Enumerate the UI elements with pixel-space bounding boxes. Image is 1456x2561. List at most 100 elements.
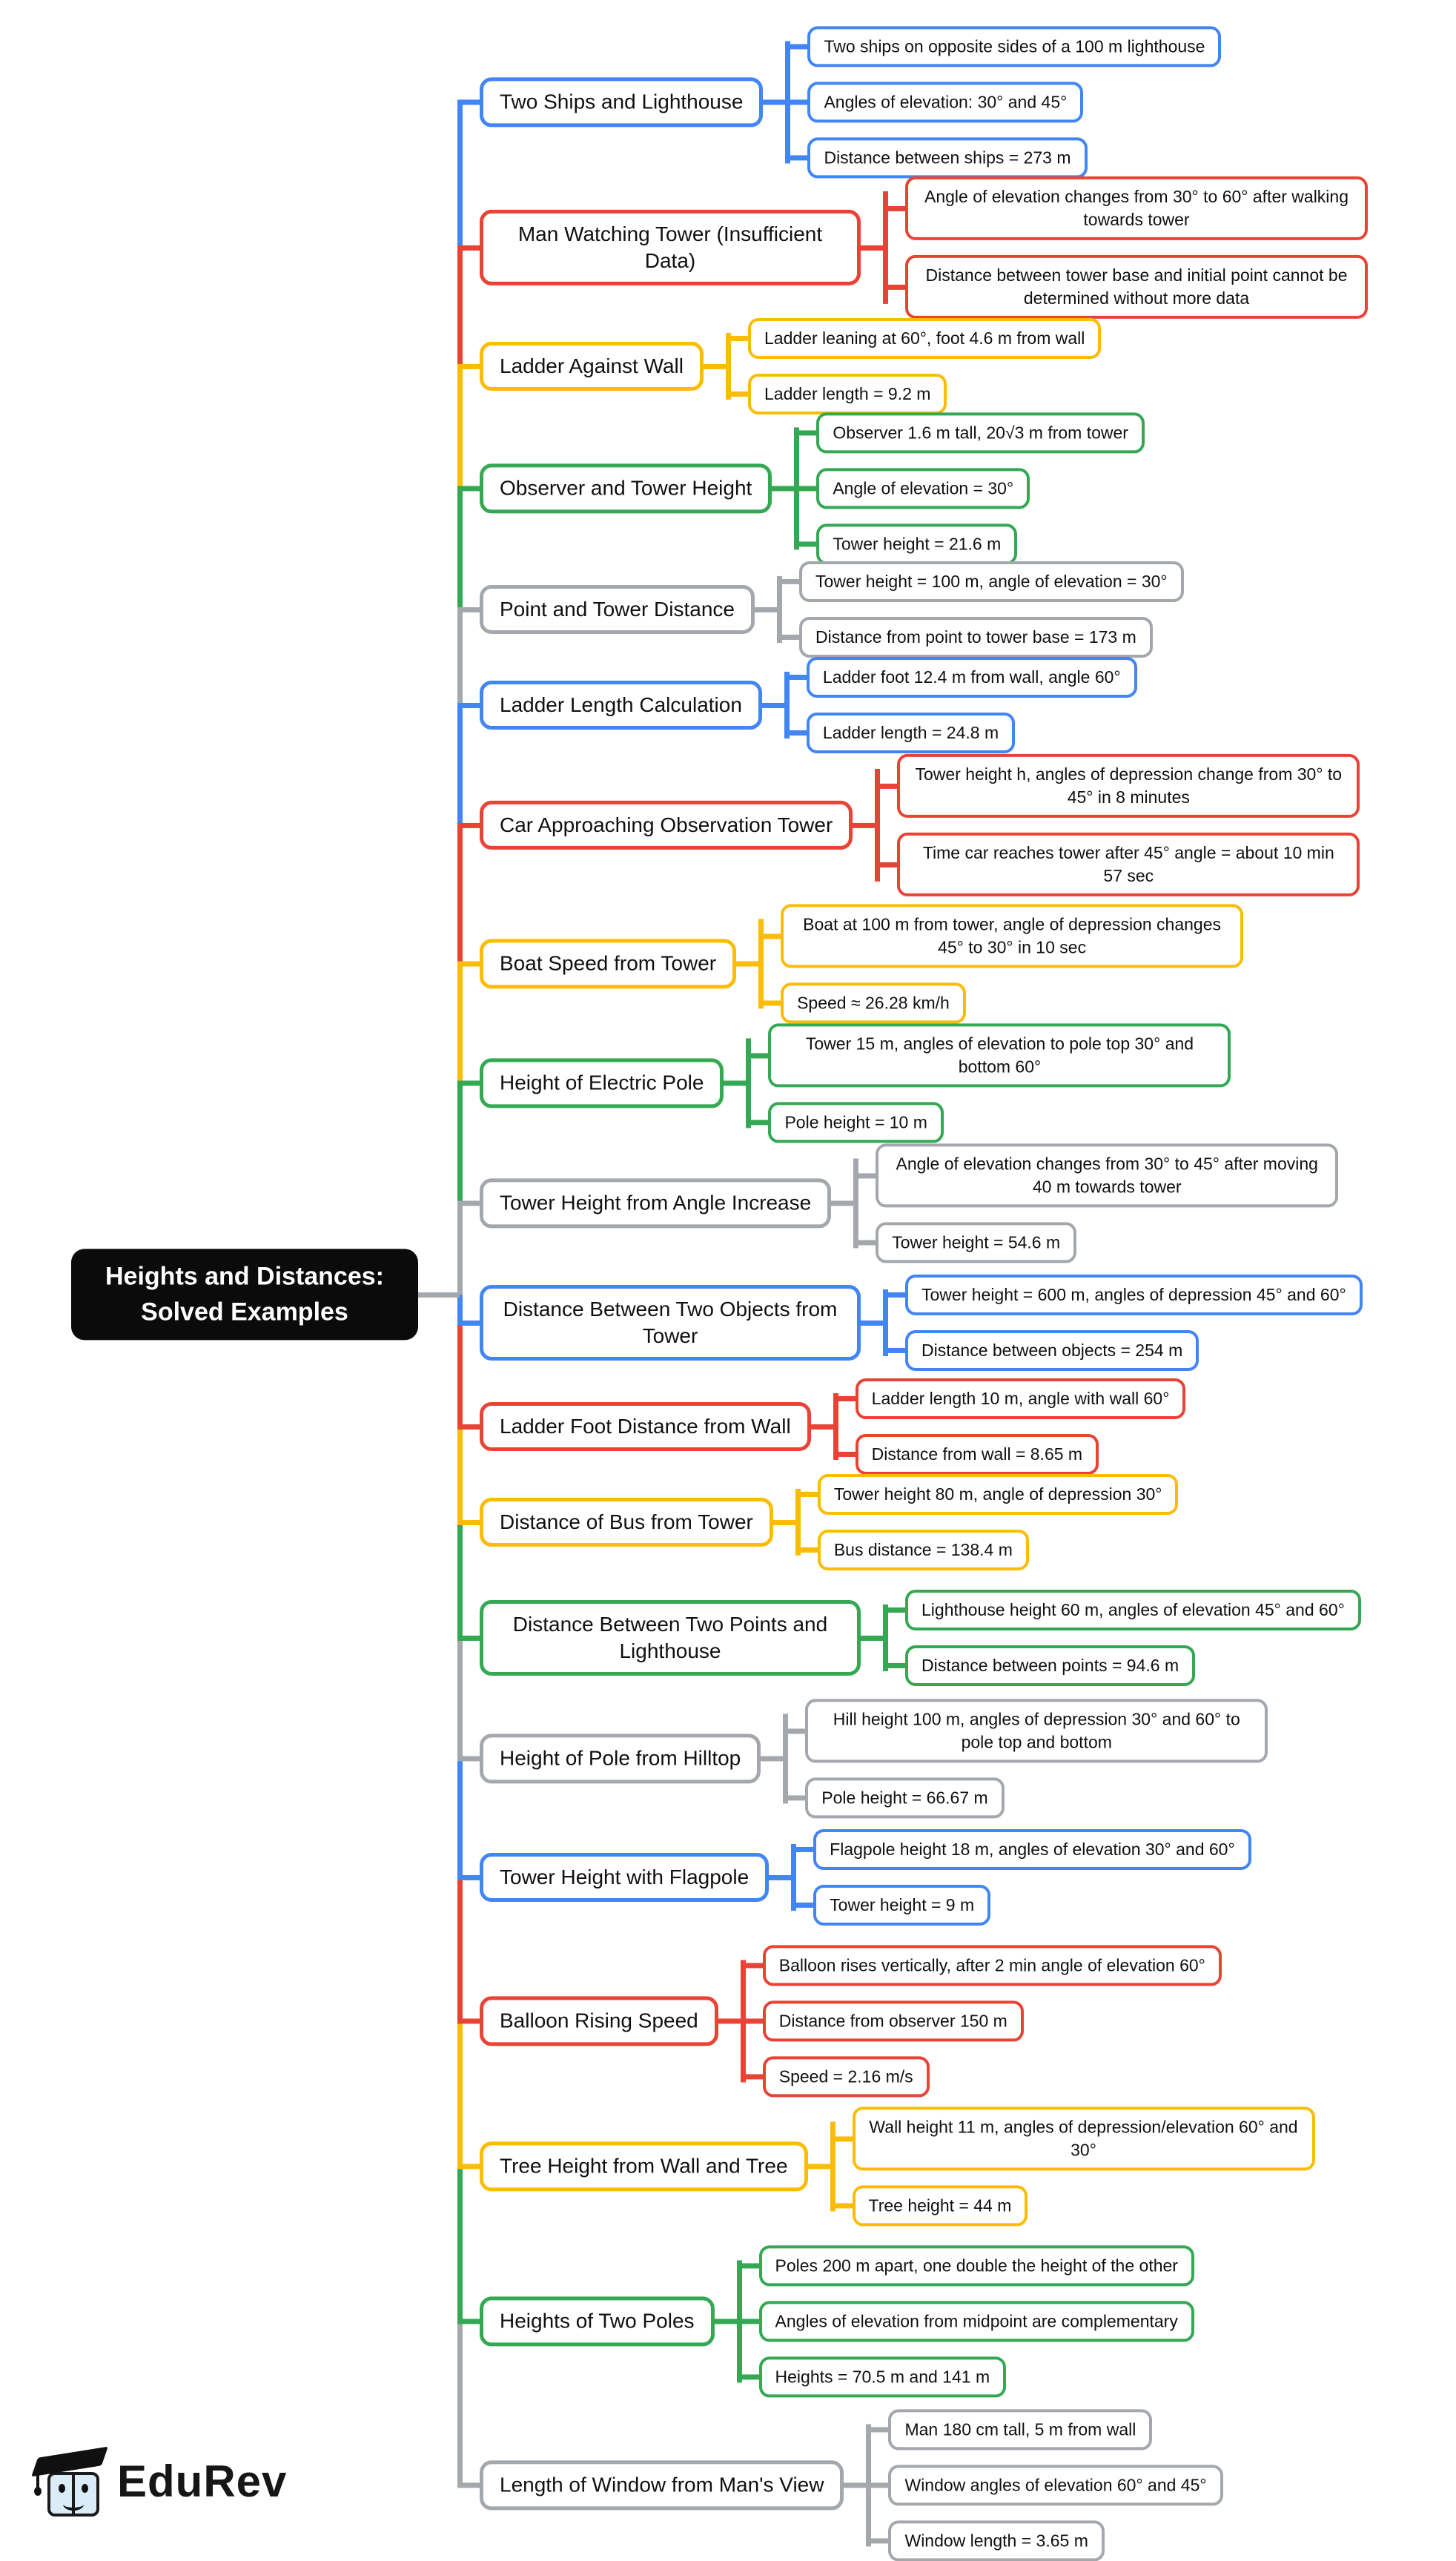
leaf-row: Tower height = 600 m, angles of depressi… — [883, 1274, 1363, 1315]
leaf-node-tower-height-from-angle-increase-2[interactable]: Tower height = 54.6 m — [876, 1222, 1077, 1263]
branch-row-tower-height-from-angle-increase: Tower Height from Angle Increase Angle o… — [457, 1136, 1339, 1270]
leaf-node-height-of-pole-from-hilltop-2[interactable]: Pole height = 66.67 m — [805, 1777, 1005, 1819]
leaf-node-height-of-pole-from-hilltop-1[interactable]: Hill height 100 m, angles of depression … — [805, 1699, 1268, 1763]
topic-node-distance-between-two-objects-from-tower[interactable]: Distance Between Two Objects from Tower — [480, 1284, 861, 1361]
branch-connector — [457, 1200, 480, 1206]
topic-node-boat-speed-from-tower[interactable]: Boat Speed from Tower — [480, 939, 737, 989]
leaf-connector-line — [853, 1158, 859, 1249]
leaf-node-balloon-rising-speed-2[interactable]: Distance from observer 150 m — [762, 2000, 1024, 2042]
topic-node-height-of-pole-from-hilltop[interactable]: Height of Pole from Hilltop — [480, 1734, 761, 1784]
leaf-node-height-of-electric-pole-2[interactable]: Pole height = 10 m — [768, 1102, 944, 1143]
leaf-node-two-ships-and-lighthouse-1[interactable]: Two ships on opposite sides of a 100 m l… — [807, 26, 1222, 67]
branch-row-ladder-length-calculation: Ladder Length Calculation Ladder foot 12… — [457, 650, 1137, 761]
topic-node-tree-height-from-wall-and-tree[interactable]: Tree Height from Wall and Tree — [480, 2141, 808, 2192]
topic-node-two-ships-and-lighthouse[interactable]: Two Ships and Lighthouse — [480, 77, 764, 128]
topic-node-car-approaching-observation-tower[interactable]: Car Approaching Observation Tower — [480, 800, 853, 850]
leaf-connector — [783, 1795, 806, 1801]
leaf-label: Lighthouse height 60 m, angles of elevat… — [921, 1599, 1345, 1619]
leaf-node-ladder-against-wall-1[interactable]: Ladder leaning at 60°, foot 4.6 m from w… — [748, 317, 1102, 359]
leaf-node-balloon-rising-speed-3[interactable]: Speed = 2.16 m/s — [762, 2056, 930, 2098]
leaf-node-ladder-foot-distance-from-wall-1[interactable]: Ladder length 10 m, angle with wall 60° — [855, 1378, 1186, 1419]
leaf-node-length-of-window-from-mans-view-3[interactable]: Window length = 3.65 m — [888, 2520, 1105, 2561]
leaf-row: Speed ≈ 26.28 km/h — [758, 982, 1243, 1024]
leaf-connector — [736, 2319, 759, 2324]
edurev-logo[interactable]: EduRev — [31, 2446, 287, 2517]
topic-node-tower-height-from-angle-increase[interactable]: Tower Height from Angle Increase — [480, 1178, 832, 1229]
topic-node-distance-between-two-points-and-lighthouse[interactable]: Distance Between Two Points and Lighthou… — [480, 1599, 861, 1676]
leaf-node-boat-speed-from-tower-2[interactable]: Speed ≈ 26.28 km/h — [781, 982, 966, 1024]
leaf-connector-line — [883, 1604, 888, 1672]
leaf-node-two-ships-and-lighthouse-2[interactable]: Angles of elevation: 30° and 45° — [807, 82, 1084, 123]
leaf-node-two-ships-and-lighthouse-3[interactable]: Distance between ships = 273 m — [807, 137, 1088, 179]
leaf-label: Tower 15 m, angles of elevation to pole … — [805, 1034, 1194, 1077]
leaf-node-boat-speed-from-tower-1[interactable]: Boat at 100 m from tower, angle of depre… — [781, 904, 1244, 968]
topic-node-ladder-foot-distance-from-wall[interactable]: Ladder Foot Distance from Wall — [480, 1401, 811, 1452]
topic-node-ladder-against-wall[interactable]: Ladder Against Wall — [480, 341, 704, 391]
leaf-node-point-and-tower-distance-1[interactable]: Tower height = 100 m, angle of elevation… — [799, 561, 1184, 602]
leaf-node-man-watching-tower-1[interactable]: Angle of elevation changes from 30° to 6… — [905, 176, 1368, 240]
leaf-node-distance-between-two-points-and-lighthouse-1[interactable]: Lighthouse height 60 m, angles of elevat… — [905, 1589, 1361, 1630]
leaf-column: Flagpole height 18 m, angles of elevatio… — [791, 1822, 1251, 1933]
leaf-node-car-approaching-observation-tower-2[interactable]: Time car reaches tower after 45° angle =… — [897, 833, 1360, 897]
branch-connector — [457, 1756, 480, 1762]
topic-node-length-of-window-from-mans-view[interactable]: Length of Window from Man's View — [480, 2460, 844, 2511]
leaf-node-point-and-tower-distance-2[interactable]: Distance from point to tower base = 173 … — [799, 617, 1153, 658]
leaf-node-man-watching-tower-2[interactable]: Distance between tower base and initial … — [905, 255, 1368, 320]
root-node[interactable]: Heights and Distances: Solved Examples — [71, 1249, 418, 1341]
leaf-node-distance-between-two-points-and-lighthouse-2[interactable]: Distance between points = 94.6 m — [905, 1645, 1196, 1687]
topic-node-man-watching-tower[interactable]: Man Watching Tower (Insufficient Data) — [480, 209, 861, 286]
leaf-node-heights-of-two-poles-2[interactable]: Angles of elevation from midpoint are co… — [758, 2301, 1194, 2342]
root-label: Heights and Distances: Solved Examples — [105, 1262, 384, 1326]
leaf-connector-line — [830, 2121, 835, 2212]
leaf-node-heights-of-two-poles-3[interactable]: Heights = 70.5 m and 141 m — [758, 2356, 1007, 2398]
leaf-node-tree-height-from-wall-and-tree-1[interactable]: Wall height 11 m, angles of depression/e… — [852, 2106, 1315, 2171]
leaf-label: Ladder foot 12.4 m from wall, angle 60° — [822, 667, 1121, 687]
leaf-node-tree-height-from-wall-and-tree-2[interactable]: Tree height = 44 m — [852, 2185, 1028, 2227]
topic-node-heights-of-two-poles[interactable]: Heights of Two Poles — [480, 2296, 715, 2347]
topic-leaves-connector — [704, 363, 726, 369]
leaf-node-ladder-length-calculation-2[interactable]: Ladder length = 24.8 m — [806, 713, 1016, 754]
leaf-node-observer-and-tower-height-3[interactable]: Tower height = 21.6 m — [816, 523, 1018, 565]
topic-node-height-of-electric-pole[interactable]: Height of Electric Pole — [480, 1058, 724, 1108]
leaf-node-car-approaching-observation-tower-1[interactable]: Tower height h, angles of depression cha… — [897, 753, 1360, 818]
leaf-connector-line — [758, 919, 764, 1009]
leaf-row: Angle of elevation = 30° — [794, 468, 1145, 509]
leaf-column: Tower height h, angles of depression cha… — [875, 747, 1360, 904]
topic-node-distance-of-bus-from-tower[interactable]: Distance of Bus from Tower — [480, 1497, 773, 1547]
leaf-node-tower-height-from-angle-increase-1[interactable]: Angle of elevation changes from 30° to 4… — [876, 1143, 1339, 1208]
leaf-connector — [736, 2374, 759, 2380]
leaf-connector — [785, 99, 808, 105]
leaf-connector — [740, 2018, 763, 2024]
topic-node-tower-height-with-flagpole[interactable]: Tower Height with Flagpole — [480, 1852, 770, 1903]
leaf-node-ladder-foot-distance-from-wall-2[interactable]: Distance from wall = 8.65 m — [855, 1434, 1099, 1476]
topic-leaves-connector — [769, 1874, 792, 1880]
leaf-label: Angles of elevation: 30° and 45° — [824, 92, 1068, 112]
leaf-row: Tower height h, angles of depression cha… — [875, 753, 1360, 818]
leaf-row: Bus distance = 138.4 m — [795, 1530, 1179, 1571]
leaf-node-ladder-length-calculation-1[interactable]: Ladder foot 12.4 m from wall, angle 60° — [806, 656, 1137, 698]
leaf-connector — [785, 44, 808, 50]
topic-leaves-connector — [714, 2319, 737, 2324]
branch-row-distance-between-two-points-and-lighthouse: Distance Between Two Points and Lighthou… — [457, 1582, 1361, 1693]
leaf-connector — [795, 1491, 818, 1497]
leaf-node-distance-between-two-objects-from-tower-1[interactable]: Tower height = 600 m, angles of depressi… — [905, 1274, 1363, 1315]
topic-node-ladder-length-calculation[interactable]: Ladder Length Calculation — [480, 680, 762, 730]
leaf-node-length-of-window-from-mans-view-2[interactable]: Window angles of elevation 60° and 45° — [888, 2465, 1223, 2506]
leaf-node-heights-of-two-poles-1[interactable]: Poles 200 m apart, one double the height… — [758, 2245, 1194, 2287]
topic-node-balloon-rising-speed[interactable]: Balloon Rising Speed — [480, 1996, 718, 2046]
leaf-node-tower-height-with-flagpole-1[interactable]: Flagpole height 18 m, angles of elevatio… — [813, 1828, 1251, 1870]
topic-leaves-connector — [772, 486, 795, 492]
leaf-node-observer-and-tower-height-1[interactable]: Observer 1.6 m tall, 20√3 m from tower — [816, 412, 1145, 454]
leaf-node-tower-height-with-flagpole-2[interactable]: Tower height = 9 m — [813, 1885, 991, 1926]
leaf-connector — [736, 2263, 759, 2269]
topic-node-observer-and-tower-height[interactable]: Observer and Tower Height — [480, 463, 772, 514]
leaf-node-height-of-electric-pole-1[interactable]: Tower 15 m, angles of elevation to pole … — [768, 1023, 1231, 1088]
leaf-node-distance-of-bus-from-tower-1[interactable]: Tower height 80 m, angle of depression 3… — [817, 1473, 1179, 1515]
leaf-connector — [794, 430, 817, 436]
topic-node-point-and-tower-distance[interactable]: Point and Tower Distance — [480, 584, 755, 635]
leaf-node-length-of-window-from-mans-view-1[interactable]: Man 180 cm tall, 5 m from wall — [888, 2409, 1153, 2451]
leaf-node-distance-between-two-objects-from-tower-2[interactable]: Distance between objects = 254 m — [905, 1330, 1199, 1372]
leaf-node-balloon-rising-speed-1[interactable]: Balloon rises vertically, after 2 min an… — [762, 1945, 1222, 1986]
leaf-node-observer-and-tower-height-2[interactable]: Angle of elevation = 30° — [816, 468, 1030, 509]
leaf-node-distance-of-bus-from-tower-2[interactable]: Bus distance = 138.4 m — [817, 1530, 1029, 1571]
